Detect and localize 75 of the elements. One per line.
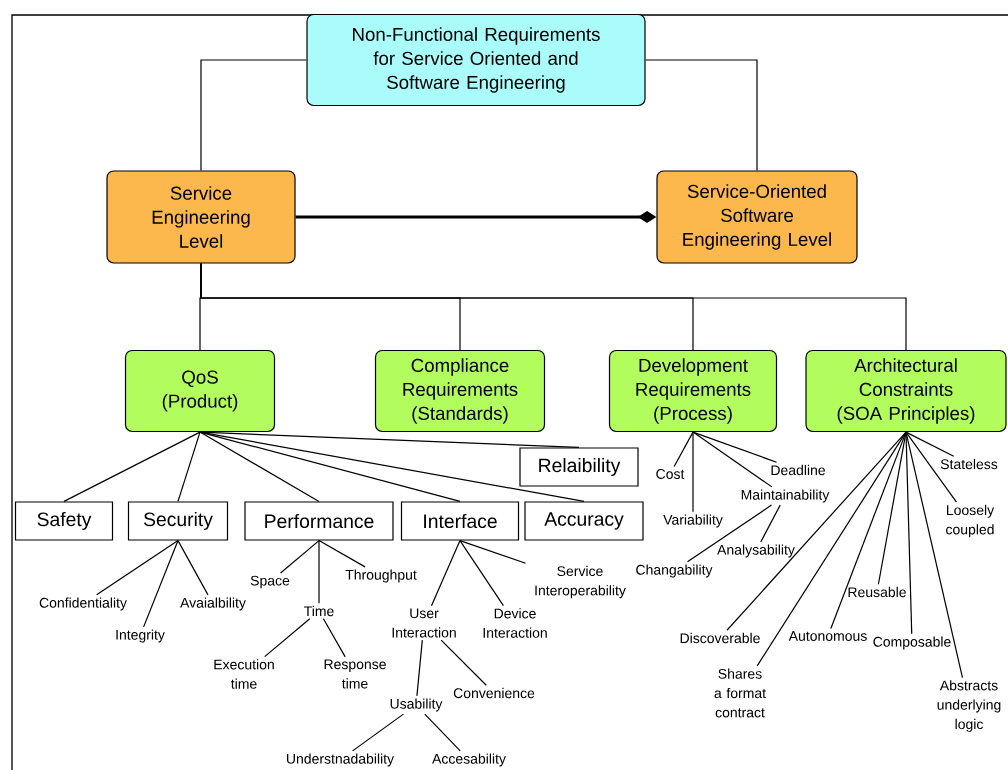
attribute-label: Accesability <box>432 753 506 767</box>
connector-line <box>692 431 694 513</box>
attribute-label: Composable <box>873 636 951 650</box>
attribute-label: Changability <box>636 564 713 578</box>
attribute-label: User Interaction <box>392 608 456 638</box>
attribute-label: Discoverable <box>680 632 760 644</box>
connector-line <box>200 263 907 351</box>
connector-line <box>440 639 487 686</box>
connector-line <box>63 431 201 502</box>
attribute-label: Usability <box>390 698 443 712</box>
root-box: Non-Functional Requirements for Service Oriented and Software Engineering <box>306 13 646 107</box>
attribute-label: Deadline <box>771 464 825 476</box>
connector-line <box>143 540 179 628</box>
connector-line <box>318 540 366 568</box>
connector-line <box>905 431 964 679</box>
attribute-label: Integrity <box>116 629 165 643</box>
attribute-label: Service Interoperability <box>535 565 626 599</box>
category-box: Development Requirements (Process) <box>608 349 778 433</box>
attribute-label: Autonomous <box>788 631 867 641</box>
attribute-box: Accuracy <box>524 501 644 541</box>
connector-line <box>905 431 958 503</box>
attribute-label: Response time <box>324 659 386 689</box>
attribute-label: Convenience <box>453 687 535 699</box>
level-box: Service-Oriented Software Engineering Level <box>656 170 858 264</box>
connector-line <box>199 431 320 502</box>
connector-line <box>96 540 179 596</box>
level-box: Service Engineering Level <box>106 170 296 264</box>
connector-line <box>430 540 461 607</box>
connector-line <box>905 431 955 457</box>
attribute-label: Cost <box>656 469 685 479</box>
connector-line <box>756 431 907 667</box>
connector-line <box>279 540 320 574</box>
connector-line <box>726 431 907 631</box>
attribute-label: Shares a format contract <box>714 668 766 718</box>
connector-line <box>459 540 504 607</box>
attribute-label: Confidentiality <box>39 597 127 611</box>
attribute-label: Space <box>250 575 290 589</box>
attribute-label: Execution time <box>214 659 274 689</box>
connector-line <box>318 540 320 604</box>
attribute-box: Safety <box>14 501 114 541</box>
attribute-label: Variability <box>663 514 723 528</box>
attribute-label: Reusable <box>848 586 906 598</box>
connector-line <box>673 431 694 468</box>
connector-line <box>177 431 201 502</box>
attribute-label: Device Interaction <box>483 608 547 638</box>
attribute-label: Abstracts underlying logic <box>937 680 1001 732</box>
connector-line <box>645 59 758 171</box>
category-box: Compliance Requirements (Standards) <box>374 349 546 433</box>
attribute-label: Analysability <box>717 544 795 558</box>
connector-line <box>352 713 404 752</box>
connector-line <box>760 504 781 543</box>
attribute-box: Security <box>127 501 229 541</box>
connector-line <box>322 618 346 658</box>
attribute-box: Relaibility <box>519 447 639 487</box>
attribute-box: Performance <box>244 501 394 541</box>
connector-line <box>692 431 773 488</box>
attribute-box: Interface <box>400 501 520 541</box>
category-box: Architectural Constraints (SOA Principles) <box>805 349 1007 433</box>
connector-line <box>199 431 580 448</box>
attribute-label: Maintainability <box>741 489 830 503</box>
connector-line <box>424 713 461 752</box>
connector-line <box>200 59 307 171</box>
connector-line <box>416 639 423 697</box>
connector-line <box>459 540 527 564</box>
attribute-label: Time <box>304 605 334 617</box>
connector-line <box>264 618 311 658</box>
connector-line <box>177 540 209 596</box>
attribute-label: Avaialbility <box>180 597 246 611</box>
attribute-label: Throughput <box>345 569 417 583</box>
connector-line <box>692 431 778 463</box>
attribute-label: Loosely coupled <box>946 504 995 538</box>
connector-line <box>686 504 773 563</box>
attribute-label: Understnadability <box>287 753 395 767</box>
attribute-label: Stateless <box>940 458 998 470</box>
category-box: QoS (Product) <box>124 349 276 433</box>
